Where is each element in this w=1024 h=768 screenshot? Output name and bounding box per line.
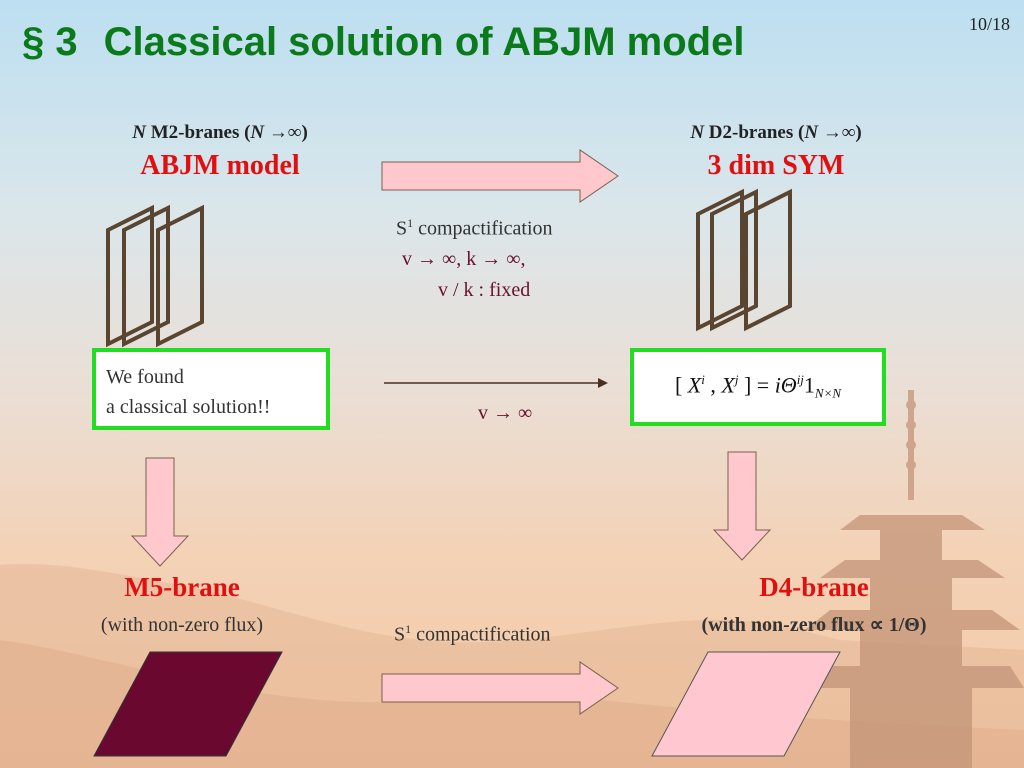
d4-brane-shape — [651, 651, 841, 757]
formula-x: X — [721, 372, 735, 398]
formula-index-i: i — [701, 372, 705, 388]
m5-flux-label: (with non-zero flux) — [100, 614, 264, 636]
bottom-right-arrow — [381, 661, 619, 715]
formula-index-j: j — [734, 372, 739, 388]
slide-title: § 3 Classical solution of ABJM model — [22, 20, 744, 65]
right-header: N D2-branes (N →∞) — [656, 122, 896, 144]
found-line-2: a classical solution!! — [106, 396, 271, 418]
top-right-arrow — [381, 149, 619, 203]
formula-bracket: [ — [674, 372, 688, 398]
pagoda-silhouette — [790, 390, 1024, 768]
limit-label: →∞) — [818, 122, 862, 143]
commutator-formula-box: [ Xi , Xj ] = iΘij1N×N — [630, 348, 886, 426]
abjm-model-label: ABJM model — [140, 150, 300, 181]
m2-label: M2-branes ( — [145, 122, 251, 143]
left-down-arrow — [130, 457, 190, 567]
d2-label: D2-branes ( — [704, 122, 805, 143]
sym-label: 3 dim SYM — [707, 150, 845, 181]
formula-subscript: N×N — [814, 385, 842, 401]
s-symbol: S — [396, 217, 408, 240]
compactification-text: compactification — [411, 623, 551, 646]
limits-text: v → ∞, k → ∞, — [402, 248, 526, 270]
page-number: 10/18 — [968, 14, 1010, 34]
formula-x: X — [687, 372, 702, 398]
middle-thin-arrow — [384, 378, 608, 388]
s-symbol: S — [394, 623, 406, 646]
fixed-ratio-text: v / k : fixed — [438, 279, 531, 301]
d2-branes-icon — [696, 188, 792, 332]
limit-label: →∞) — [264, 122, 308, 143]
found-line-1: We found — [106, 366, 184, 388]
section-number: § 3 — [22, 20, 78, 64]
n-symbol: N — [690, 122, 705, 143]
compactification-top-label: S1 compactification — [396, 216, 553, 241]
n-symbol: N — [804, 122, 819, 143]
compactification-text: compactification — [413, 217, 553, 240]
d4-flux-label: (with non-zero flux ∝ 1/Θ) — [701, 614, 927, 636]
d4-brane-label: D4-brane — [759, 572, 869, 602]
formula-comma: , — [704, 372, 722, 398]
formula-index-ij: ij — [796, 372, 804, 388]
s-superscript: 1 — [407, 216, 414, 230]
commutator-formula: [ Xi , Xj ] = iΘij1N×N — [675, 372, 841, 402]
n-symbol: N — [250, 122, 265, 143]
left-header: N M2-branes (N →∞) — [100, 122, 340, 144]
found-solution-box: We found a classical solution!! — [92, 348, 330, 430]
formula-theta: iΘ — [774, 372, 797, 398]
formula-identity: 1 — [803, 372, 815, 398]
m5-brane-shape — [93, 651, 283, 757]
middle-limit-label: v → ∞ — [478, 402, 533, 424]
formula-equals: = — [751, 372, 775, 398]
right-down-arrow — [712, 451, 772, 561]
compactification-bottom-label: S1 compactification — [394, 622, 551, 647]
m5-brane-label: M5-brane — [124, 572, 240, 602]
m2-branes-icon — [106, 204, 204, 348]
title-text: Classical solution of ABJM model — [103, 20, 745, 64]
s-superscript: 1 — [405, 622, 412, 636]
formula-bracket: ] — [738, 372, 752, 398]
n-symbol: N — [132, 122, 146, 143]
